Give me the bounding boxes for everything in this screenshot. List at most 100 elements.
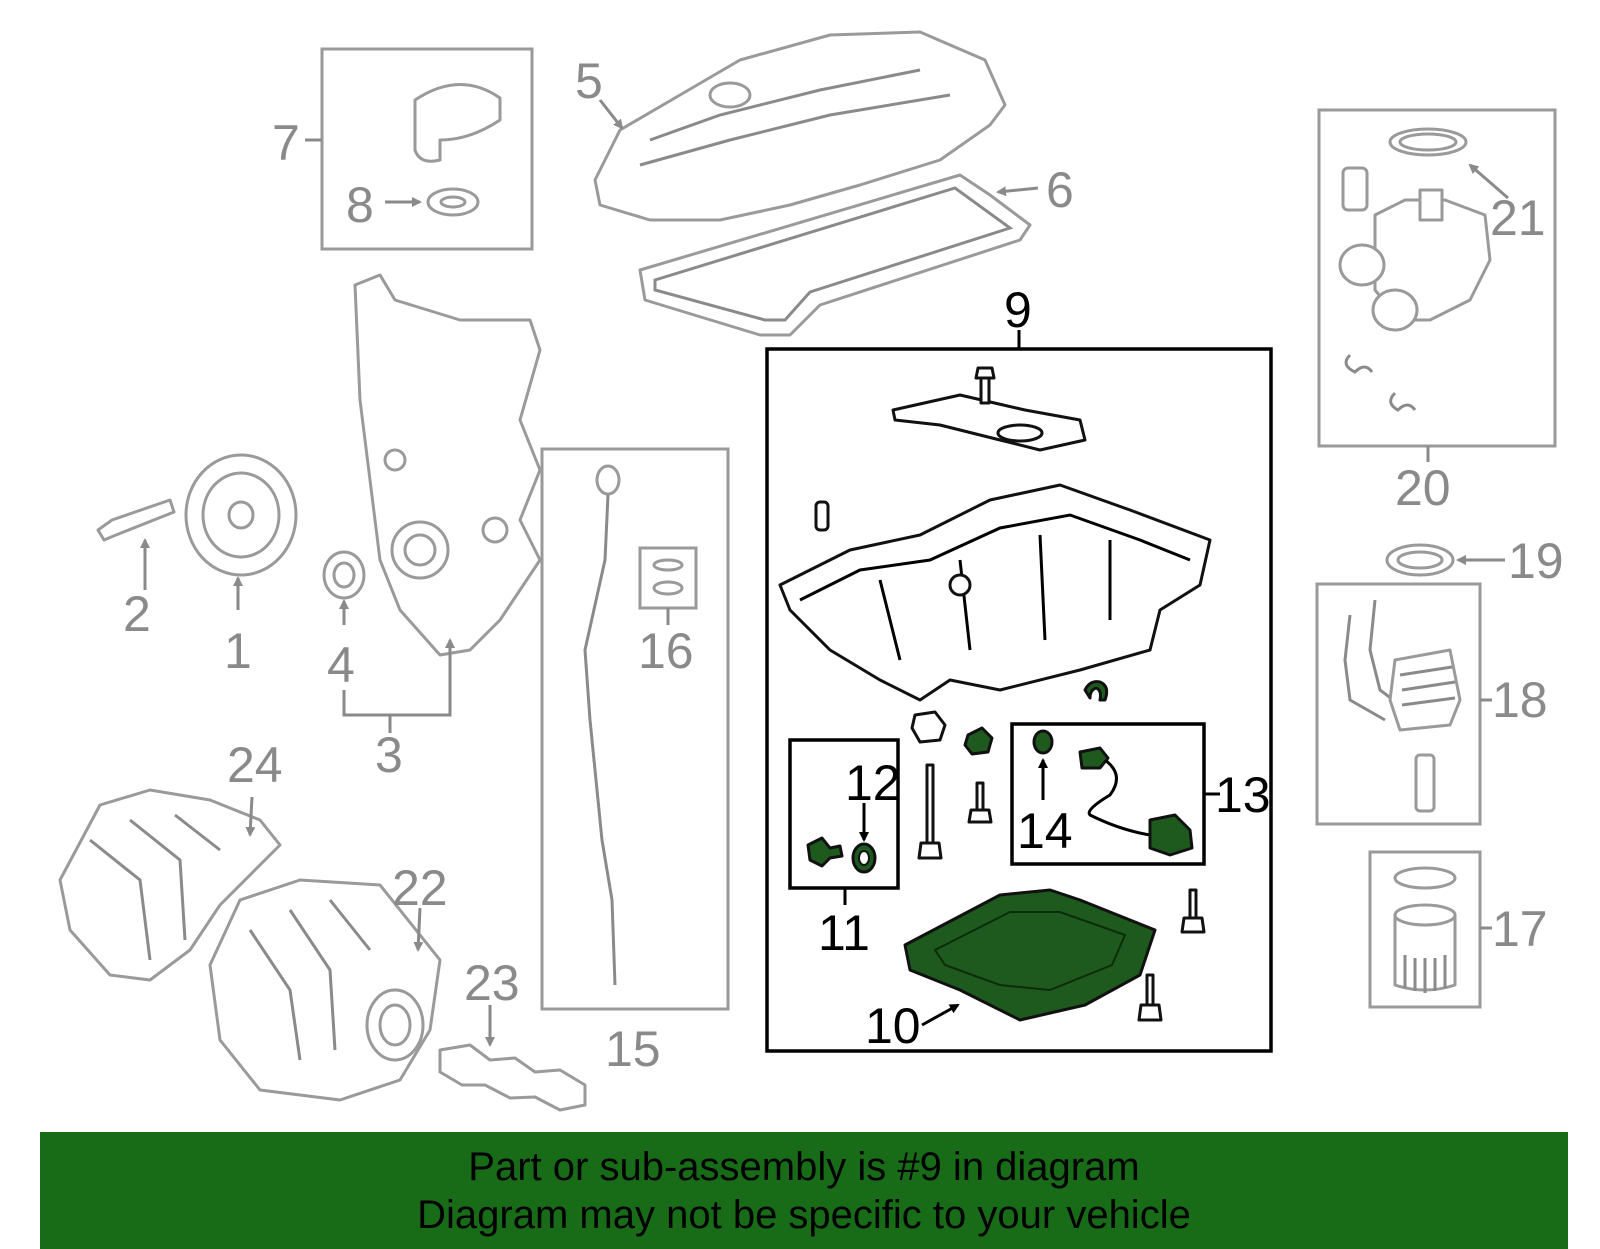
- front-cover-group[interactable]: [96, 273, 542, 733]
- callout-19: 19: [1508, 533, 1564, 589]
- hex-plug[interactable]: [910, 710, 947, 744]
- intake-manifold-cover[interactable]: [58, 788, 282, 982]
- part-15-box: [540, 447, 730, 1011]
- part-20-box: [1317, 108, 1557, 448]
- callout-24: 24: [227, 737, 283, 793]
- oil-cooler-fins: [1399, 665, 1456, 707]
- drain-plug[interactable]: [806, 836, 844, 868]
- timing-cover-boss-2: [383, 448, 407, 472]
- info-banner: Part or sub-assembly is #9 in diagram Di…: [40, 1132, 1568, 1249]
- upper-oil-pan[interactable]: [778, 483, 1212, 702]
- callout-6: 6: [1046, 162, 1074, 218]
- oil-filter-housing-group[interactable]: [1317, 108, 1557, 462]
- callout-14: 14: [1017, 803, 1073, 859]
- banner-line-2: Diagram may not be specific to your vehi…: [417, 1192, 1191, 1237]
- crankshaft-pulley-center: [227, 500, 255, 530]
- valve-cover-gasket[interactable]: [638, 173, 1032, 337]
- intake-manifold-gasket[interactable]: [438, 1043, 587, 1112]
- valve-cover-group[interactable]: [593, 30, 1039, 337]
- sensor-connector[interactable]: [1078, 746, 1110, 770]
- callout-23: 23: [464, 955, 520, 1011]
- leader-22: [413, 907, 424, 952]
- callout-3: 3: [375, 727, 403, 783]
- housing-clip-2[interactable]: [1389, 391, 1417, 412]
- callout-9: 9: [1004, 282, 1032, 338]
- dowel-pin[interactable]: [814, 500, 830, 532]
- oil-filler-cap[interactable]: [413, 83, 502, 163]
- oil-cooler[interactable]: [1388, 648, 1462, 732]
- green-plug[interactable]: [963, 726, 994, 756]
- retainer-clip[interactable]: [1083, 680, 1109, 702]
- part-7-box: [320, 47, 534, 251]
- timing-cover-boss: [481, 516, 509, 544]
- pan-bolt-2[interactable]: [1137, 973, 1163, 1022]
- leader-24: [245, 796, 256, 837]
- callout-21: 21: [1490, 190, 1546, 246]
- housing-seal-inner: [1396, 550, 1444, 570]
- oil-cooler-group[interactable]: [1315, 582, 1492, 826]
- callout-15: 15: [605, 1021, 661, 1077]
- leader-6: [996, 186, 1039, 197]
- timing-cover-seal-bore-inner: [403, 533, 437, 567]
- baffle-bolt[interactable]: [974, 366, 996, 405]
- callout-10: 10: [865, 998, 921, 1054]
- oil-filter-pleats: [1403, 955, 1447, 993]
- dipstick-group[interactable]: [540, 447, 730, 1011]
- oil-filler-cap-group[interactable]: [305, 47, 534, 251]
- short-bolt[interactable]: [967, 781, 993, 824]
- intake-cover-ribs: [89, 813, 221, 961]
- intake-manifold-runners: [248, 899, 372, 1061]
- callout-20: 20: [1395, 460, 1451, 516]
- callout-4: 4: [327, 637, 355, 693]
- upper-oil-pan-port: [948, 573, 972, 597]
- part-16-box: [638, 546, 698, 610]
- oil-filter-gasket[interactable]: [1393, 866, 1457, 890]
- callout-2: 2: [123, 586, 151, 642]
- upper-oil-pan-ribs: [878, 534, 1112, 661]
- oil-level-sensor[interactable]: [1148, 813, 1194, 857]
- crankshaft-bolt[interactable]: [96, 498, 176, 542]
- valve-cover-ribs: [639, 68, 951, 167]
- oil-filter-top: [1393, 903, 1457, 927]
- intake-manifold-group[interactable]: [58, 788, 587, 1112]
- oil-filter-group[interactable]: [1368, 850, 1492, 1009]
- valve-cover[interactable]: [593, 30, 1007, 222]
- housing-clip-1[interactable]: [1344, 353, 1374, 374]
- callout-18: 18: [1492, 672, 1548, 728]
- callout-17: 17: [1492, 901, 1548, 957]
- pan-bolt-1[interactable]: [1180, 888, 1206, 934]
- oil-pan-assembly-group[interactable]: [765, 330, 1273, 1053]
- dipstick-o-ring-1[interactable]: [652, 558, 684, 572]
- callout-22: 22: [392, 860, 448, 916]
- dipstick-o-ring-2[interactable]: [652, 580, 684, 596]
- callout-12: 12: [845, 755, 901, 811]
- callout-16: 16: [638, 623, 694, 679]
- filler-cap-seal-inner: [439, 195, 467, 209]
- leader-3-bracket: [342, 640, 452, 717]
- lower-oil-pan-well: [933, 911, 1127, 992]
- dipstick-handle[interactable]: [595, 464, 621, 496]
- seal-19-group[interactable]: [1385, 543, 1505, 577]
- callout-13: 13: [1215, 767, 1271, 823]
- callout-7: 7: [272, 115, 300, 171]
- banner-line-1: Part or sub-assembly is #9 in diagram: [468, 1144, 1140, 1189]
- baffle-hole: [996, 423, 1044, 443]
- dipstick-tube[interactable]: [583, 494, 617, 986]
- housing-sleeve[interactable]: [1341, 166, 1369, 212]
- leader-21: [1468, 163, 1509, 200]
- callout-8: 8: [346, 177, 374, 233]
- oil-cooler-bolt[interactable]: [1414, 753, 1436, 813]
- timing-cover[interactable]: [353, 273, 542, 657]
- long-bolt[interactable]: [917, 763, 943, 860]
- housing-o-ring-inner: [1398, 132, 1458, 152]
- upper-oil-pan-rim: [799, 513, 1191, 602]
- valve-cover-gasket-inner: [653, 186, 1014, 322]
- housing-port-1: [1338, 243, 1386, 287]
- callout-1: 1: [224, 623, 252, 679]
- leader-5: [598, 99, 624, 130]
- sensor-harness: [1087, 758, 1151, 837]
- oil-filter[interactable]: [1393, 913, 1457, 992]
- sensor-o-ring[interactable]: [1032, 729, 1054, 755]
- lower-oil-pan[interactable]: [903, 888, 1157, 1022]
